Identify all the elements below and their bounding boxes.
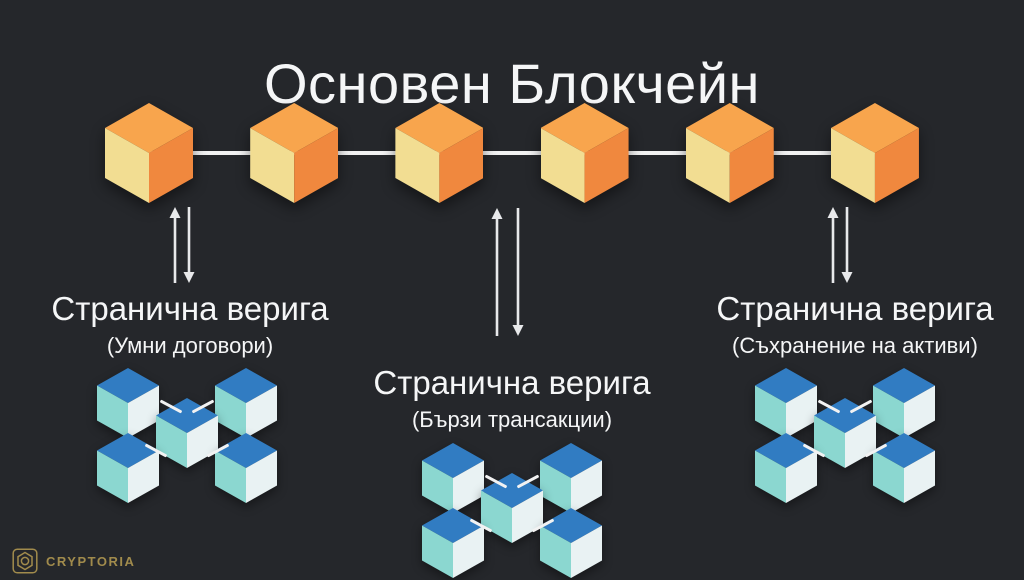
side-chain-label-right: Странична верига (Съхранение на активи)	[675, 288, 1024, 360]
side-chain-block	[97, 433, 159, 503]
side-chain-title: Странична верига	[373, 364, 651, 401]
main-chain-block	[540, 103, 629, 203]
cryptoria-hexagon-icon	[12, 548, 38, 574]
side-chain-block	[97, 368, 159, 438]
main-chain-block	[685, 103, 774, 203]
side-chain-title: Странична верига	[51, 290, 329, 327]
exchange-arrows-right	[827, 207, 853, 283]
side-chain-block	[755, 368, 817, 438]
side-chain-cubes-center	[422, 443, 602, 578]
side-chain-label-left: Странична верига (Умни договори)	[10, 288, 370, 360]
up-arrow-icon	[169, 207, 181, 283]
side-chain-cubes-left	[97, 368, 277, 503]
exchange-arrows-center	[491, 208, 524, 336]
side-chain-subtitle: (Умни договори)	[106, 333, 274, 359]
up-arrow-icon	[827, 207, 839, 283]
exchange-arrows-left	[169, 207, 195, 283]
side-chain-block	[814, 398, 876, 468]
side-chain-block	[540, 443, 602, 513]
side-chain-block	[755, 433, 817, 503]
side-chain-subtitle: (Съхранение на активи)	[732, 333, 978, 359]
down-arrow-icon	[183, 207, 195, 283]
side-chain-block	[215, 433, 277, 503]
side-chain-cubes-right	[755, 368, 935, 503]
down-arrow-icon	[841, 207, 853, 283]
side-chain-cube-group	[422, 443, 602, 578]
main-chain-connector-line	[149, 151, 875, 155]
side-chain-subtitle: (Бързи трансакции)	[411, 407, 613, 433]
side-chain-block	[873, 368, 935, 438]
main-chain-block	[105, 103, 193, 203]
side-chain-cube-group	[97, 368, 277, 503]
brand-logo-text: CRYPTORIA	[46, 553, 136, 569]
side-chain-block	[422, 508, 484, 578]
main-chain-block	[830, 103, 919, 203]
main-chain-block	[395, 103, 484, 203]
up-arrow-icon	[491, 208, 503, 336]
side-chain-block	[422, 443, 484, 513]
down-arrow-icon	[512, 208, 524, 336]
side-chain-block	[215, 368, 277, 438]
page-title: Основен Блокчейн	[264, 51, 760, 115]
side-chain-block	[873, 433, 935, 503]
side-chain-cube-group	[755, 368, 935, 503]
brand-logo: CRYPTORIA	[12, 548, 135, 574]
side-chain-label-center: Странична верига (Бързи трансакции)	[332, 362, 692, 434]
side-chain-title: Странична верига	[716, 290, 994, 327]
side-chain-block	[540, 508, 602, 578]
main-chain-block	[250, 103, 339, 203]
main-blockchain	[105, 103, 919, 203]
